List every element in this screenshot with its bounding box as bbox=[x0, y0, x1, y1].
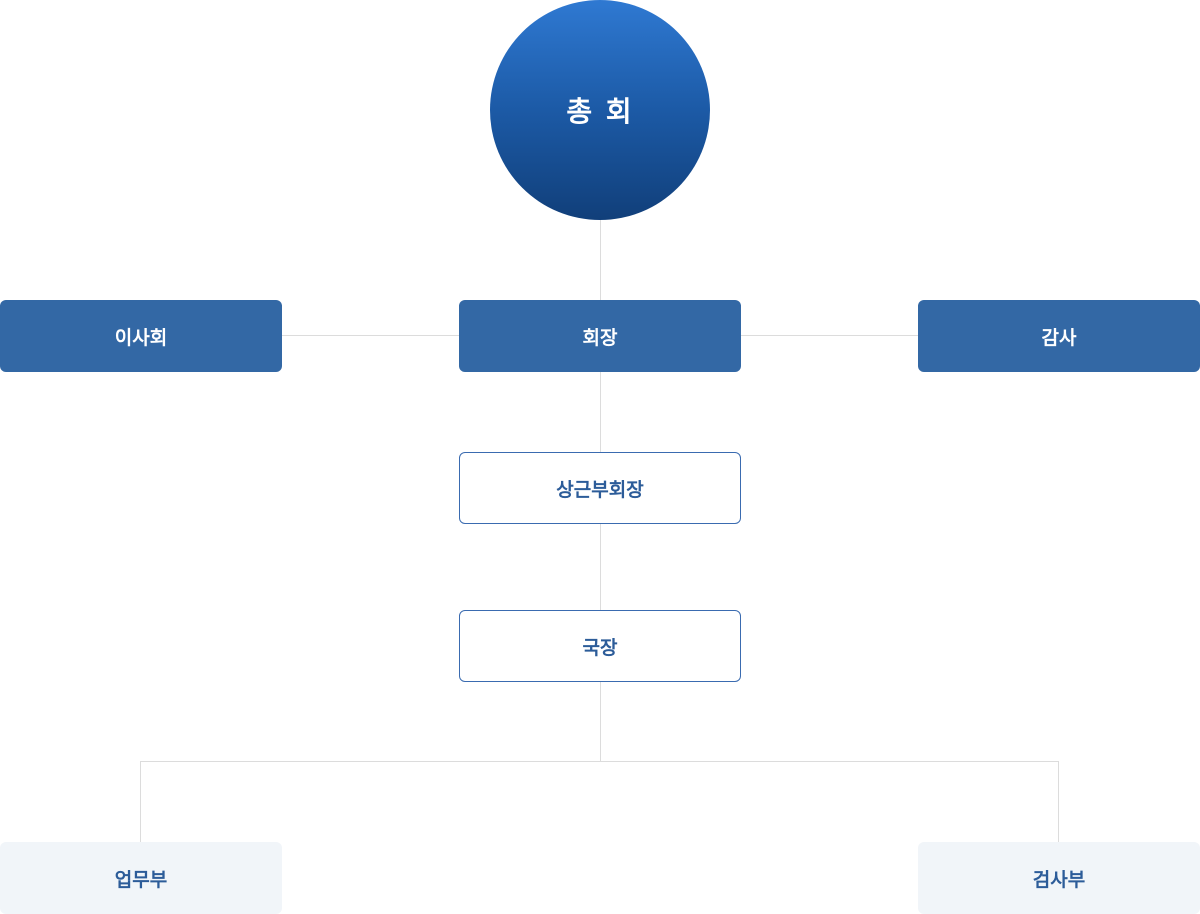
auditor-node: 감사 bbox=[918, 300, 1200, 372]
connector-to-operations bbox=[140, 761, 141, 842]
connector-to-inspection bbox=[1058, 761, 1059, 842]
connector-board-to-chairman bbox=[282, 335, 459, 336]
chairman-node: 회장 bbox=[459, 300, 741, 372]
operations-department-label: 업무부 bbox=[114, 868, 168, 891]
general-assembly-node: 총 회 bbox=[490, 0, 710, 220]
connector-chairman-to-vice bbox=[600, 372, 601, 452]
general-assembly-label: 총 회 bbox=[566, 95, 634, 128]
connector-departments-horizontal bbox=[140, 761, 1059, 762]
chairman-label: 회장 bbox=[582, 326, 618, 349]
inspection-department-node: 검사부 bbox=[918, 842, 1200, 914]
inspection-department-label: 검사부 bbox=[1032, 868, 1086, 891]
operations-department-node: 업무부 bbox=[0, 842, 282, 914]
connector-director-down bbox=[600, 682, 601, 761]
board-of-directors-label: 이사회 bbox=[114, 326, 168, 349]
vice-chairman-label: 상근부회장 bbox=[556, 478, 644, 501]
director-node: 국장 bbox=[459, 610, 741, 682]
vice-chairman-node: 상근부회장 bbox=[459, 452, 741, 524]
director-label: 국장 bbox=[582, 636, 618, 659]
auditor-label: 감사 bbox=[1041, 326, 1077, 349]
connector-vice-to-director bbox=[600, 524, 601, 610]
board-of-directors-node: 이사회 bbox=[0, 300, 282, 372]
connector-chairman-to-auditor bbox=[741, 335, 918, 336]
connector-general-to-chairman bbox=[600, 220, 601, 300]
